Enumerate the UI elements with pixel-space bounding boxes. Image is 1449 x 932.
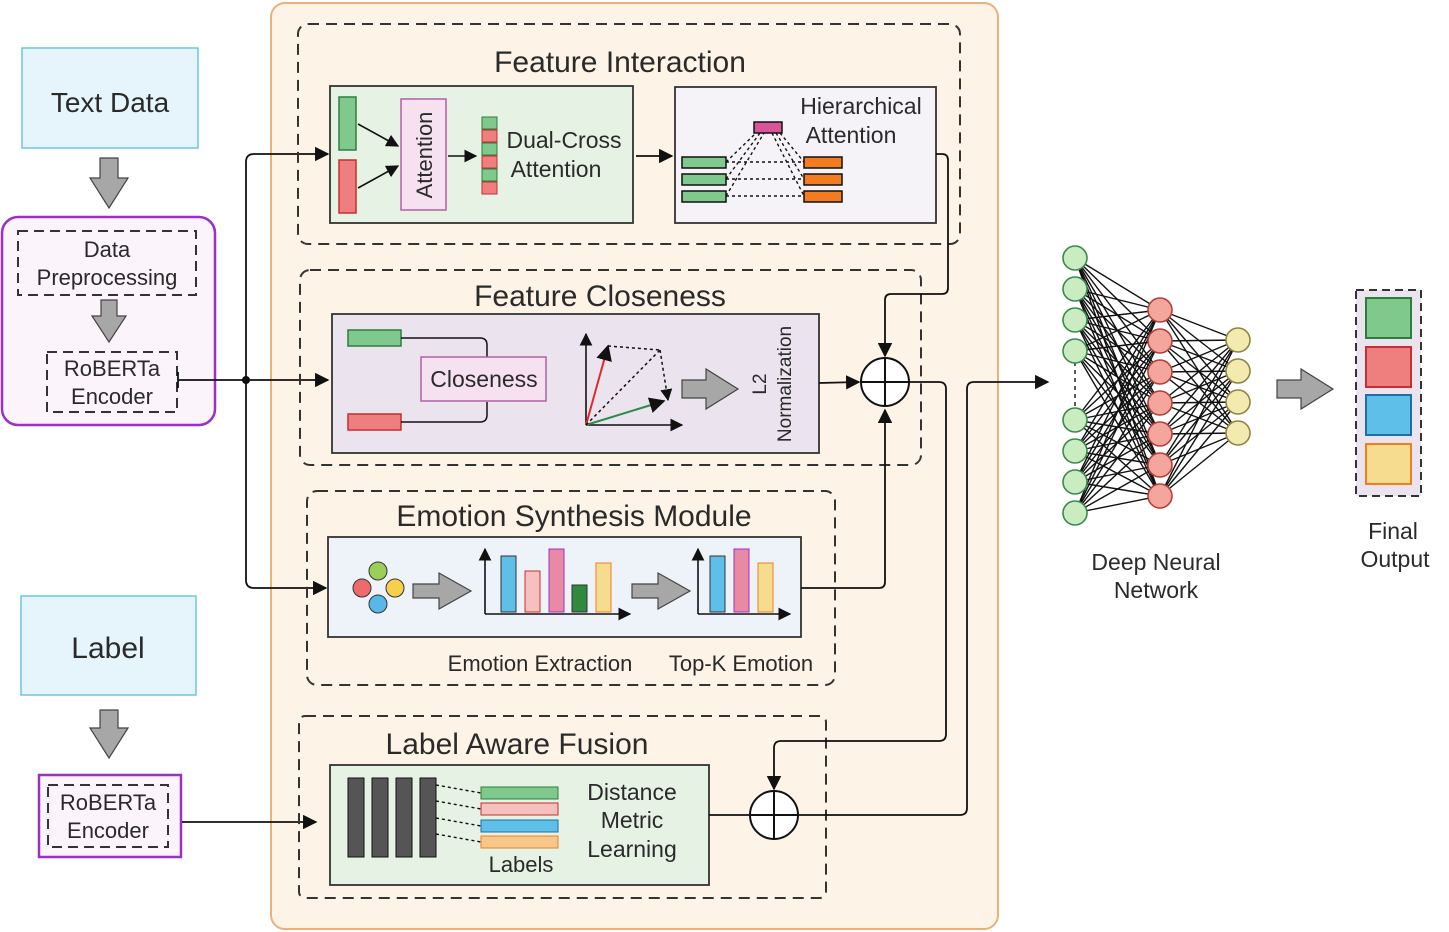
nn-input-node	[1062, 407, 1088, 433]
label-fusion-section	[298, 715, 827, 899]
nn-hidden-node	[1147, 421, 1173, 447]
nn-hidden-node	[1147, 483, 1173, 509]
feature-interaction-title: Feature Interaction	[494, 46, 746, 79]
output-class-yellow	[1365, 443, 1412, 485]
final-output-line1: Final	[1368, 518, 1418, 544]
branch-to-emotion	[245, 380, 328, 596]
nn-input-node	[1062, 500, 1088, 526]
nn-hidden-node	[1147, 297, 1173, 323]
emotion-synthesis-title: Emotion Synthesis Module	[396, 500, 751, 533]
nn-output-node	[1225, 389, 1251, 415]
labels-text: Labels	[489, 852, 554, 877]
token-stack	[481, 116, 498, 195]
closeness-block	[420, 356, 547, 402]
right-arrow-icon	[1276, 367, 1335, 411]
nn-hidden-node	[1147, 328, 1173, 354]
dnn-line2: Network	[1114, 577, 1199, 603]
output-class-green	[1365, 297, 1412, 339]
nn-hidden-node	[1147, 359, 1173, 385]
label-bars	[480, 786, 559, 849]
nn-hidden-node	[1147, 452, 1173, 478]
top-k-label: Top-K Emotion	[669, 651, 813, 676]
label-fusion-title: Label Aware Fusion	[386, 728, 649, 761]
emotion-histogram	[478, 547, 632, 621]
nn-output-node	[1225, 358, 1251, 384]
hierarchical-line2: Attention	[806, 122, 897, 148]
nn-output-node	[1225, 420, 1251, 446]
closeness-label: Closeness	[430, 366, 537, 392]
closeness-panel	[331, 313, 820, 454]
dual-cross-line1: Dual-Cross	[506, 127, 621, 153]
nn-input-node	[1062, 438, 1088, 464]
dual-cross-line2: Attention	[511, 156, 602, 182]
branch-to-interaction	[245, 146, 330, 380]
output-class-red	[1365, 346, 1412, 388]
emoji-faces-icon	[352, 561, 405, 614]
sum-operator-icon	[749, 790, 799, 840]
vector-plot-icon	[579, 332, 684, 432]
label-box	[20, 595, 197, 696]
roberta-encoder-box	[46, 351, 178, 413]
attention-block	[400, 98, 447, 211]
output-class-blue	[1365, 394, 1412, 436]
emotion-synthesis-section	[306, 490, 836, 686]
roberta-encoder-line1: RoBERTa	[64, 356, 161, 381]
normalization-label: Normalization	[775, 326, 796, 442]
data-preprocessing-line2: Preprocessing	[37, 265, 178, 290]
data-preprocessing-line1: Data	[84, 237, 131, 262]
dnn-line1: Deep Neural	[1091, 549, 1220, 575]
neural-network-icon	[1062, 245, 1251, 526]
label-encoder-group	[37, 773, 183, 859]
emotion-extraction-label: Emotion Extraction	[448, 651, 633, 676]
text-data-box	[21, 47, 199, 149]
feature-interaction-section	[297, 23, 961, 245]
distance-line2: Metric	[601, 807, 664, 833]
roberta-encoder-line2: Encoder	[71, 384, 153, 409]
nn-input-node	[1062, 338, 1088, 364]
final-output-line2: Output	[1360, 546, 1430, 572]
l2-label: L2	[750, 373, 771, 394]
down-arrow-icon	[88, 157, 130, 210]
nn-input-node	[1062, 245, 1088, 271]
nn-hidden-node	[1147, 390, 1173, 416]
right-arrow-icon	[681, 367, 740, 411]
down-arrow-icon	[88, 709, 130, 760]
label-encoder-box	[47, 784, 169, 848]
right-arrow-icon	[412, 571, 473, 611]
down-arrow-icon	[90, 299, 128, 344]
label-encoder-line1: RoBERTa	[60, 790, 157, 815]
embedding-bars	[347, 777, 437, 858]
distance-line3: Learning	[587, 836, 677, 862]
label-encoder-line2: Encoder	[67, 818, 149, 843]
text-data-label: Text Data	[51, 87, 170, 118]
hierarchical-line1: Hierarchical	[800, 93, 921, 119]
right-arrow-icon	[631, 571, 692, 611]
top-k-histogram	[691, 547, 792, 621]
feature-closeness-title: Feature Closeness	[474, 280, 726, 313]
nn-input-node	[1062, 469, 1088, 495]
nn-input-node	[1062, 307, 1088, 333]
nn-input-node	[1062, 276, 1088, 302]
sum-operator-icon	[860, 357, 910, 407]
data-preprocessing-box	[17, 230, 197, 296]
feature-closeness-section	[299, 269, 922, 466]
attention-label: Attention	[412, 112, 437, 199]
distance-line1: Distance	[587, 779, 676, 805]
nn-output-node	[1225, 327, 1251, 353]
label-title: Label	[71, 632, 144, 665]
